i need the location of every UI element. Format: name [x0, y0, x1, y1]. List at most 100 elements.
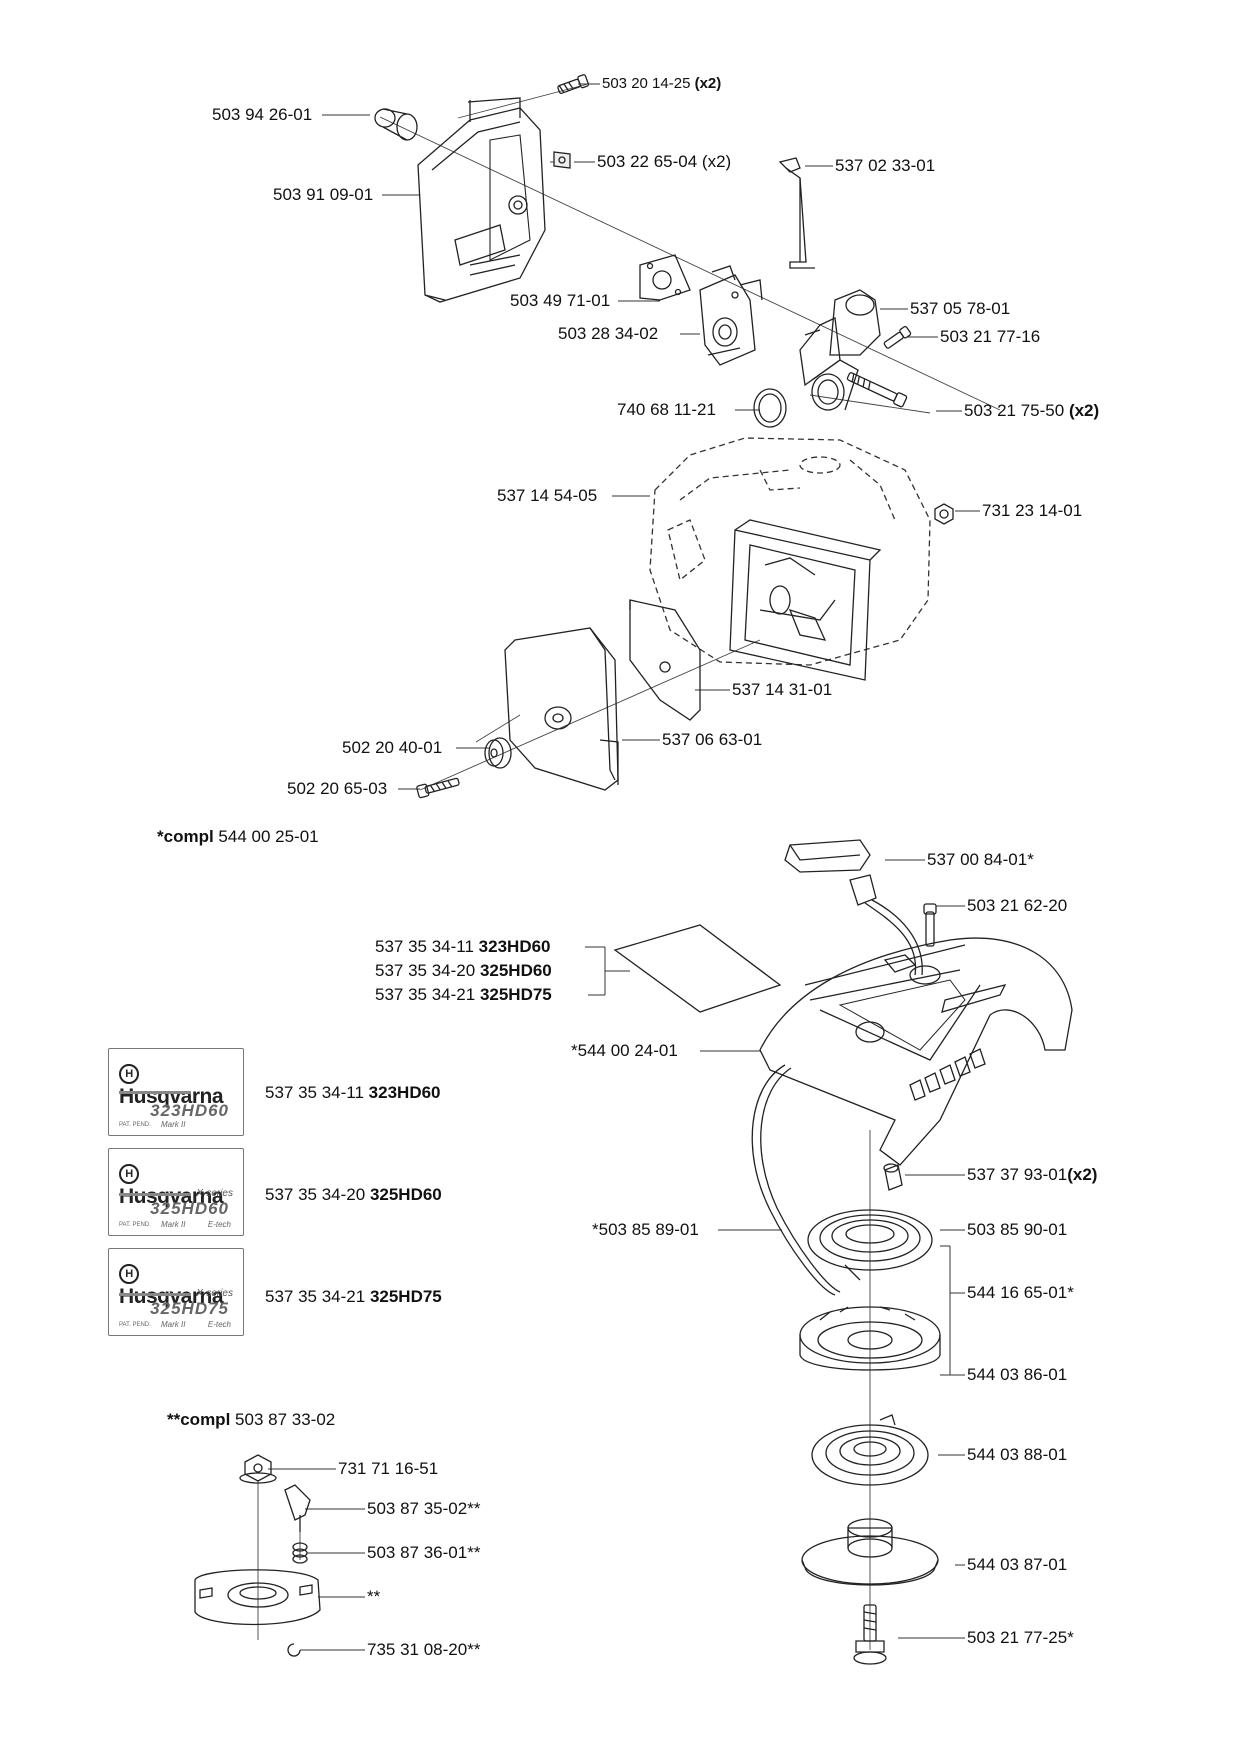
- label-537-02-33-01: 537 02 33-01: [835, 156, 936, 175]
- label-503-85-90-01: 503 85 90-01: [967, 1220, 1068, 1239]
- label-double-star: **: [367, 1587, 381, 1606]
- label-537-35-34-20: 537 35 34-20 325HD60: [265, 1185, 442, 1204]
- decal-etech: E-tech: [207, 1320, 231, 1329]
- label-503-28-34-02: 503 28 34-02: [558, 324, 659, 343]
- decal-mark: Mark II: [161, 1120, 186, 1129]
- throttle-rod-part: [778, 157, 815, 269]
- leader-lines-upper: [322, 83, 980, 790]
- label-503-87-35-02: 503 87 35-02**: [367, 1499, 481, 1518]
- screw-small-part: [883, 326, 912, 349]
- crown-icon: H: [119, 1264, 139, 1284]
- square-nut-part: [553, 151, 571, 169]
- drive-flange-part: [801, 1518, 939, 1586]
- model-label: 323HD60: [368, 1083, 441, 1102]
- recoil-spring-part: [807, 1209, 933, 1281]
- model-label: 325HD60: [369, 1185, 442, 1204]
- decal-pat: PAT. PEND.: [119, 1222, 151, 1228]
- qty-label: (x2): [1068, 401, 1100, 420]
- decal-series: X-series: [196, 1188, 233, 1199]
- label-537-35-34-21-decal: 537 35 34-21 325HD75: [375, 985, 552, 1004]
- seal-ring-part: [753, 388, 787, 428]
- label-537-06-63-01: 537 06 63-01: [662, 730, 763, 749]
- label-537-35-34-20-decal: 537 35 34-20 325HD60: [375, 961, 552, 980]
- decal-model: 325HD75: [150, 1299, 229, 1318]
- label-537-14-31-01: 537 14 31-01: [732, 680, 833, 699]
- starter-screw-part: [923, 903, 937, 947]
- decal-model: 325HD60: [150, 1199, 229, 1218]
- screw-part: [557, 74, 590, 94]
- decal-323hd60: HHusqvarna 323HD60 PAT. PEND. Mark II: [108, 1048, 244, 1136]
- decal-mark: Mark II: [161, 1220, 186, 1229]
- label-537-00-84-01: 537 00 84-01*: [927, 850, 1034, 869]
- label-503-94-26-01: 503 94 26-01: [212, 105, 313, 124]
- choke-lever-part: [284, 1484, 311, 1532]
- gasket-part: [639, 254, 691, 301]
- grommet-part: [374, 108, 418, 141]
- label-503-21-62-20: 503 21 62-20: [967, 896, 1068, 915]
- label-503-85-89-01: *503 85 89-01: [592, 1220, 699, 1239]
- label-544-00-24-01: *544 00 24-01: [571, 1041, 678, 1060]
- knob-part: [484, 737, 512, 769]
- label-544-16-65-01: 544 16 65-01*: [967, 1283, 1074, 1302]
- label-544-03-88-01: 544 03 88-01: [967, 1445, 1068, 1464]
- flange-nut-part: [239, 1454, 277, 1484]
- husqvarna-logo: HHusqvarna: [119, 1261, 243, 1309]
- carburetor-part: [699, 265, 763, 366]
- label-502-20-65-03: 502 20 65-03: [287, 779, 388, 798]
- crown-icon: H: [119, 1164, 139, 1184]
- lever-spring-part: [292, 1542, 308, 1564]
- rope-pulley-part: [799, 1306, 941, 1371]
- air-filter-base-part: [729, 519, 882, 681]
- pawl-spring-part: [811, 1414, 929, 1486]
- knob-screw-part: [416, 777, 460, 799]
- circlip-part: [287, 1643, 301, 1657]
- crown-icon: H: [119, 1064, 139, 1084]
- decal-mark: Mark II: [161, 1320, 186, 1329]
- model-label: 325HD75: [369, 1287, 442, 1306]
- label-735-31-08-20: 735 31 08-20**: [367, 1640, 481, 1659]
- decal-series: X-series: [196, 1288, 233, 1299]
- label-503-91-09-01: 503 91 09-01: [273, 185, 374, 204]
- label-537-35-34-11: 537 35 34-11 323HD60: [265, 1083, 441, 1102]
- intake-manifold-part: [799, 289, 881, 411]
- label-503-21-75-50: 503 21 75-50 (x2): [964, 401, 1100, 420]
- bushing-part: [883, 1163, 903, 1191]
- label-503-21-77-25: 503 21 77-25*: [967, 1628, 1074, 1647]
- decal-stripe: [119, 1091, 191, 1094]
- qty-label: (x2): [694, 75, 722, 92]
- decal-325hd60: HHusqvarna X-series 325HD60 PAT. PEND. M…: [108, 1148, 244, 1236]
- carburetor-housing-part: [417, 97, 546, 303]
- label-503-21-77-16: 503 21 77-16: [940, 327, 1041, 346]
- label-537-14-54-05: 537 14 54-05: [497, 486, 598, 505]
- qty-label: (x2): [1067, 1165, 1098, 1184]
- kit-header-544-00-25-01: *compl 544 00 25-01: [157, 827, 319, 846]
- label-537-35-34-11-decal: 537 35 34-11 323HD60: [375, 937, 551, 956]
- label-537-37-93-01: 537 37 93-01(x2): [967, 1165, 1098, 1184]
- long-bolt-part: [846, 372, 908, 408]
- leader-lines-lower: [585, 859, 965, 1639]
- label-503-22-65-04: 503 22 65-04 (x2): [597, 152, 732, 171]
- label-731-23-14-01: 731 23 14-01: [982, 501, 1083, 520]
- label-544-03-86-01: 544 03 86-01: [967, 1365, 1068, 1384]
- assembly-axis-lines: [379, 83, 1001, 791]
- label-503-20-14-25: 503 20 14-25 (x2): [602, 75, 722, 92]
- model-label: 325HD75: [479, 985, 552, 1004]
- center-screw-part: [853, 1604, 887, 1665]
- kit-header-503-87-33-02: **compl 503 87 33-02: [167, 1410, 336, 1429]
- decal-model: 323HD60: [150, 1101, 229, 1120]
- decal-stripe: [119, 1293, 191, 1296]
- husqvarna-logo: HHusqvarna: [119, 1061, 243, 1109]
- label-740-68-11-21: 740 68 11-21: [617, 400, 716, 419]
- husqvarna-logo: HHusqvarna: [119, 1161, 243, 1209]
- starter-handle-part: [784, 839, 923, 976]
- starter-cover-part: [759, 937, 1073, 1166]
- filter-element-part: [629, 599, 701, 721]
- decal-325hd75: HHusqvarna X-series 325HD75 PAT. PEND. M…: [108, 1248, 244, 1336]
- label-503-87-36-01: 503 87 36-01**: [367, 1543, 481, 1562]
- model-label: 325HD60: [479, 961, 552, 980]
- label-502-20-40-01: 502 20 40-01: [342, 738, 443, 757]
- hex-nut-part: [934, 503, 954, 525]
- engine-outline-part: [649, 437, 931, 666]
